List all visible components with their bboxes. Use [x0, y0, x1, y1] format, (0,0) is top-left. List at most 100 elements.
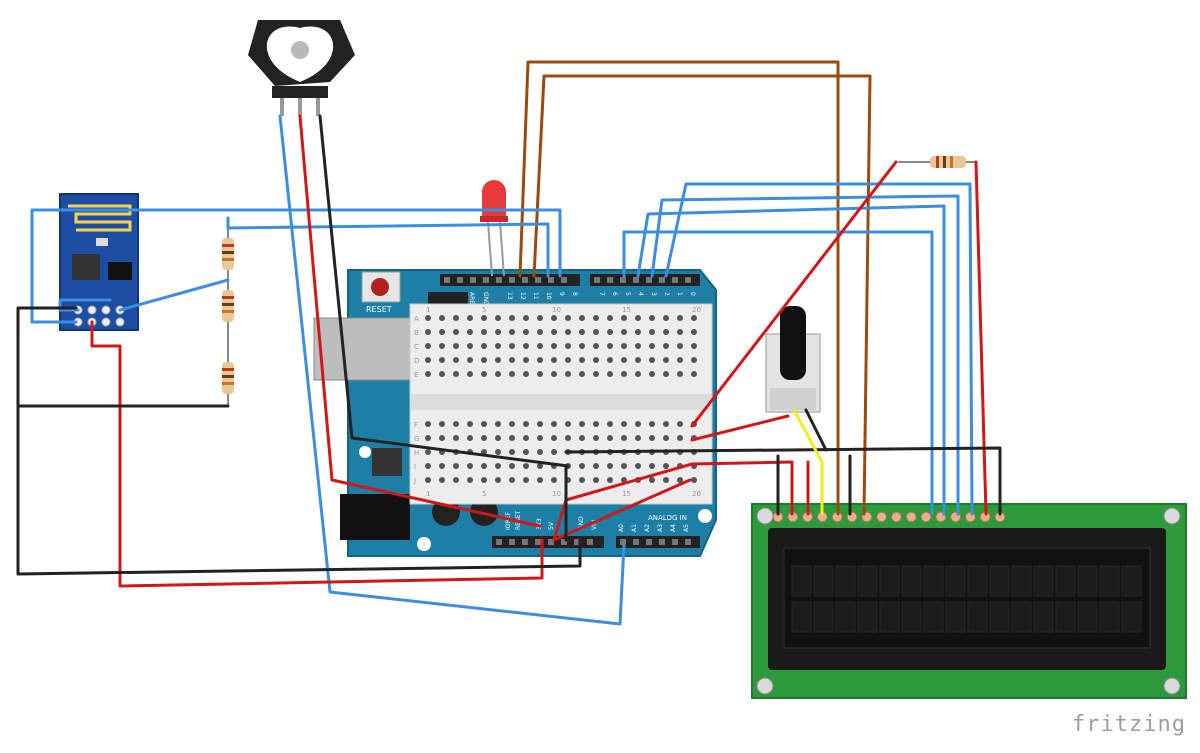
resistor-divider-2 — [222, 280, 234, 340]
breadboard-hole — [677, 371, 683, 377]
potentiometer — [765, 306, 821, 413]
breadboard-hole — [467, 329, 473, 335]
breadboard-hole — [467, 477, 473, 483]
reset-button[interactable] — [371, 278, 389, 296]
digital-header-low — [590, 274, 700, 286]
lcd-char-cell — [901, 601, 922, 633]
lcd-char-cell — [989, 565, 1010, 597]
header-pin — [659, 539, 665, 545]
led — [480, 180, 508, 277]
lcd-char-cell — [1055, 565, 1076, 597]
breadboard-hole — [509, 421, 515, 427]
breadboard-hole — [425, 371, 431, 377]
breadboard-hole — [523, 343, 529, 349]
lcd-char-cell — [813, 601, 834, 633]
breadboard-hole — [425, 343, 431, 349]
breadboard-hole — [607, 329, 613, 335]
resistor-icon — [930, 156, 966, 168]
lcd-char-cell — [791, 601, 812, 633]
header-pin — [633, 277, 639, 283]
breadboard-hole — [537, 463, 543, 469]
breadboard-hole — [663, 315, 669, 321]
esp-chip — [72, 254, 100, 280]
breadboard-hole — [663, 477, 669, 483]
analog-pin-label: A3 — [657, 524, 664, 532]
breadboard-hole — [495, 329, 501, 335]
digital-pin-label: 5 — [624, 292, 631, 296]
header-pin — [659, 277, 665, 283]
breadboard-hole — [607, 315, 613, 321]
breadboard-hole — [649, 477, 655, 483]
breadboard-hole — [495, 435, 501, 441]
fritzing-watermark: fritzing — [1072, 712, 1186, 737]
breadboard-hole — [565, 329, 571, 335]
breadboard-hole — [677, 357, 683, 363]
gnd-top-label: GND — [482, 292, 489, 306]
resistor-divider-3 — [222, 340, 234, 406]
breadboard-hole — [579, 435, 585, 441]
breadboard-hole — [425, 477, 431, 483]
breadboard-hole — [635, 371, 641, 377]
header-pin — [672, 539, 678, 545]
lcd-char-cell — [879, 601, 900, 633]
wire-blue-lcd-d6 — [636, 204, 946, 516]
breadboard-hole — [481, 435, 487, 441]
wire-brown-1 — [518, 60, 840, 516]
breadboard-hole — [635, 315, 641, 321]
breadboard-hole — [607, 435, 613, 441]
breadboard-hole — [523, 329, 529, 335]
lcd-char-cell — [857, 601, 878, 633]
lcd-char-cell — [1099, 565, 1120, 597]
breadboard-hole — [579, 343, 585, 349]
breadboard-hole — [621, 371, 627, 377]
breadboard-hole — [649, 329, 655, 335]
breadboard-hole — [565, 435, 571, 441]
breadboard-hole — [621, 421, 627, 427]
breadboard-hole — [691, 329, 697, 335]
wire-red-esp-vcc — [90, 320, 544, 588]
breadboard-hole — [621, 329, 627, 335]
breadboard-row-label: B — [414, 329, 419, 337]
breadboard-hole — [509, 329, 515, 335]
breadboard-col-label: 10 — [552, 490, 561, 498]
header-pin — [620, 539, 626, 545]
lcd-screen — [783, 547, 1151, 649]
lcd-pin — [920, 511, 932, 523]
lcd-char-cell — [1033, 601, 1054, 633]
breadboard-hole — [453, 435, 459, 441]
breadboard-hole — [691, 357, 697, 363]
lcd-pin — [964, 511, 976, 523]
breadboard-hole — [537, 449, 543, 455]
breadboard-hole — [481, 315, 487, 321]
breadboard-hole — [663, 421, 669, 427]
breadboard-hole — [551, 435, 557, 441]
header-pin — [561, 539, 567, 545]
breadboard-hole — [509, 357, 515, 363]
breadboard-hole — [649, 463, 655, 469]
header-pin — [646, 277, 652, 283]
breadboard-hole — [495, 449, 501, 455]
breadboard-hole — [593, 357, 599, 363]
breadboard-hole — [565, 343, 571, 349]
wire-black-esp-gnd — [16, 306, 582, 576]
breadboard-hole — [607, 477, 613, 483]
breadboard-col-label: 20 — [692, 306, 701, 314]
breadboard-hole — [677, 477, 683, 483]
breadboard-col-label: 15 — [622, 490, 631, 498]
breadboard-hole — [565, 357, 571, 363]
breadboard-row-label: J — [413, 477, 416, 485]
gnd-label: GND — [578, 516, 585, 530]
analog-in-label: ANALOG IN — [648, 514, 687, 522]
breadboard-hole — [453, 315, 459, 321]
breadboard-hole — [439, 357, 445, 363]
analog-pin-label: A0 — [618, 524, 625, 532]
breadboard-hole — [649, 357, 655, 363]
breadboard-hole — [453, 343, 459, 349]
breadboard-hole — [509, 343, 515, 349]
breadboard-hole — [677, 329, 683, 335]
digital-pin-label: 1 — [676, 292, 683, 296]
breadboard-hole — [691, 315, 697, 321]
wire-blue-lcd-d4 — [664, 182, 974, 516]
breadboard-hole — [467, 357, 473, 363]
